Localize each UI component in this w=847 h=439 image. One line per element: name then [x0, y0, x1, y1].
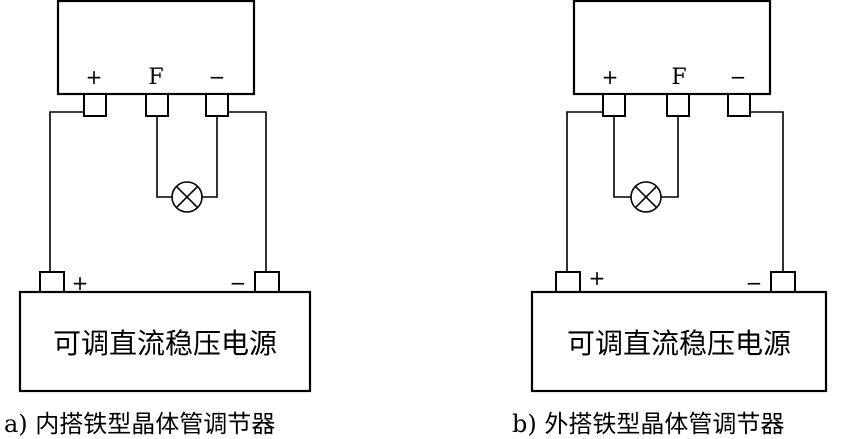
power-supply-box: [530, 290, 828, 393]
caption-a: a) 内搭铁型晶体管调节器: [4, 410, 275, 438]
diagram-b: + F − + − 可调直流稳压电源 b) 外搭铁型晶体管调节器: [512, 0, 828, 438]
regulator-box: [56, 0, 256, 96]
wire-field-right: [661, 116, 679, 198]
wire-field-left: [156, 116, 172, 198]
supply-minus-label: −: [746, 271, 763, 295]
diagram-a: + F − + − 可调直流稳压电源 a) 内搭铁型晶体管调节器: [4, 0, 312, 438]
lamp-icon: [630, 181, 662, 213]
regulator-plus-label: +: [86, 65, 103, 89]
regulator-field-terminal: [666, 93, 690, 117]
wire-plus: [566, 111, 603, 272]
regulator-minus-terminal: [205, 93, 229, 117]
regulator-plus-label: +: [602, 65, 619, 89]
wire-minus: [750, 111, 784, 272]
regulator-minus-terminal: [727, 93, 751, 117]
lamp-icon: [171, 181, 203, 213]
regulator-plus-terminal: [83, 93, 107, 117]
wire-plus: [49, 111, 84, 272]
regulator-field-terminal: [145, 93, 169, 117]
supply-minus-terminal: [770, 271, 796, 293]
power-supply-label: 可调直流稳压电源: [567, 327, 791, 360]
power-supply-box: [18, 290, 312, 393]
supply-plus-label: +: [589, 266, 606, 290]
wire-field-left: [613, 116, 631, 198]
regulator-plus-terminal: [602, 93, 626, 117]
wire-minus: [228, 111, 267, 272]
supply-plus-label: +: [72, 271, 89, 295]
regulator-field-label: F: [671, 65, 686, 90]
regulator-box: [572, 0, 772, 96]
regulator-minus-label: −: [209, 65, 226, 89]
regulator-minus-label: −: [730, 65, 747, 89]
supply-plus-terminal: [39, 271, 65, 293]
wire-field-right: [202, 116, 218, 198]
caption-b: b) 外搭铁型晶体管调节器: [512, 410, 784, 438]
regulator-field-label: F: [148, 65, 163, 90]
supply-minus-terminal: [254, 271, 280, 293]
supply-plus-terminal: [555, 271, 581, 293]
power-supply-label: 可调直流稳压电源: [53, 327, 277, 360]
supply-minus-label: −: [230, 271, 247, 295]
